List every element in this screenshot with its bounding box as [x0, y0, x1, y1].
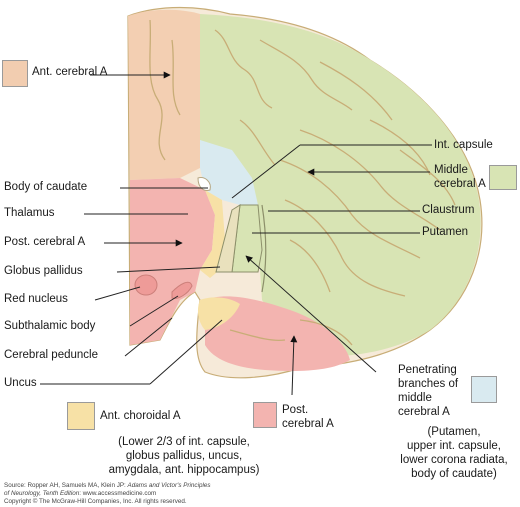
- source-prefix: Source: Ropper AH, Samuels MA, Klein JP:: [4, 482, 128, 489]
- source-title-part1: Adams and Victor's Principles: [127, 482, 211, 489]
- source-credit-line2: of Neurology, Tenth Edition: www.accessm…: [4, 490, 156, 498]
- label-putamen: Putamen: [422, 226, 469, 238]
- source-title-part2: of Neurology, Tenth Edition: [4, 490, 80, 497]
- anterior-choroidal-territory: [200, 190, 225, 278]
- label-globus-pallidus: Globus pallidus: [4, 265, 83, 277]
- label-red-nucleus: Red nucleus: [4, 293, 68, 305]
- label-post-cerebral: Post. cerebral A: [4, 236, 86, 248]
- label-thalamus: Thalamus: [4, 207, 55, 219]
- swatch-middle-cerebral: [489, 165, 517, 190]
- legend-penetrating-note-3: lower corona radiata,: [400, 454, 508, 466]
- legend-ant-choroidal-note-2: globus pallidus, uncus,: [125, 450, 243, 462]
- posterior-cerebral-temporal: [205, 296, 350, 371]
- legend-penetrating-note-1: (Putamen,: [427, 426, 481, 438]
- label-cerebral-peduncle: Cerebral peduncle: [4, 349, 98, 361]
- leader-lines: [40, 71, 432, 396]
- red-nucleus-shape: [134, 274, 158, 296]
- swatch-anterior-choroidal: [67, 402, 95, 430]
- legend-ant-choroidal-note-1: (Lower 2/3 of int. capsule,: [118, 436, 250, 448]
- posterior-cerebral-territory: [130, 178, 215, 345]
- label-ant-cerebral: Ant. cerebral A: [32, 66, 108, 78]
- legend-post-cerebral-1: Post.: [282, 404, 309, 416]
- source-credit-line1: Source: Ropper AH, Samuels MA, Klein JP:…: [4, 482, 211, 490]
- middle-cerebral-territory: [200, 14, 481, 357]
- source-url: : www.accessmedicine.com: [79, 490, 157, 497]
- label-middle-cerebral-1: Middle: [434, 164, 468, 176]
- swatch-anterior-cerebral: [2, 60, 28, 87]
- label-middle-cerebral-2: cerebral A: [434, 178, 486, 190]
- legend-ant-choroidal: Ant. choroidal A: [100, 410, 181, 422]
- lateral-ventricle-shape: [197, 177, 211, 191]
- label-penetrating-4: cerebral A: [398, 406, 450, 418]
- subthalamic-body-shape: [171, 281, 193, 299]
- swatch-penetrating-branches: [471, 376, 497, 403]
- legend-post-cerebral-2: cerebral A: [282, 418, 334, 430]
- label-penetrating-1: Penetrating: [398, 364, 457, 376]
- label-penetrating-2: branches of: [398, 378, 459, 390]
- globus-pallidus-shape: [215, 204, 241, 273]
- legend-penetrating-note-2: upper int. capsule,: [407, 440, 501, 452]
- label-body-of-caudate: Body of caudate: [4, 181, 88, 193]
- source-copyright: Copyright © The McGraw-Hill Companies, I…: [4, 498, 187, 505]
- label-claustrum: Claustrum: [422, 204, 475, 216]
- label-penetrating-3: middle: [398, 392, 432, 404]
- label-subthalamic-body: Subthalamic body: [4, 320, 96, 332]
- label-int-capsule: Int. capsule: [434, 139, 493, 151]
- label-uncus: Uncus: [4, 377, 37, 389]
- cortical-gyri-outlines: [149, 19, 456, 346]
- anterior-choroidal-uncus: [197, 297, 240, 330]
- claustrum-shape: [261, 204, 267, 293]
- swatch-posterior-cerebral: [253, 402, 277, 428]
- anterior-cerebral-territory: [128, 9, 200, 180]
- legend-penetrating-note-4: body of caudate): [411, 468, 497, 480]
- legend-ant-choroidal-note-3: amygdala, ant. hippocampus): [108, 464, 260, 476]
